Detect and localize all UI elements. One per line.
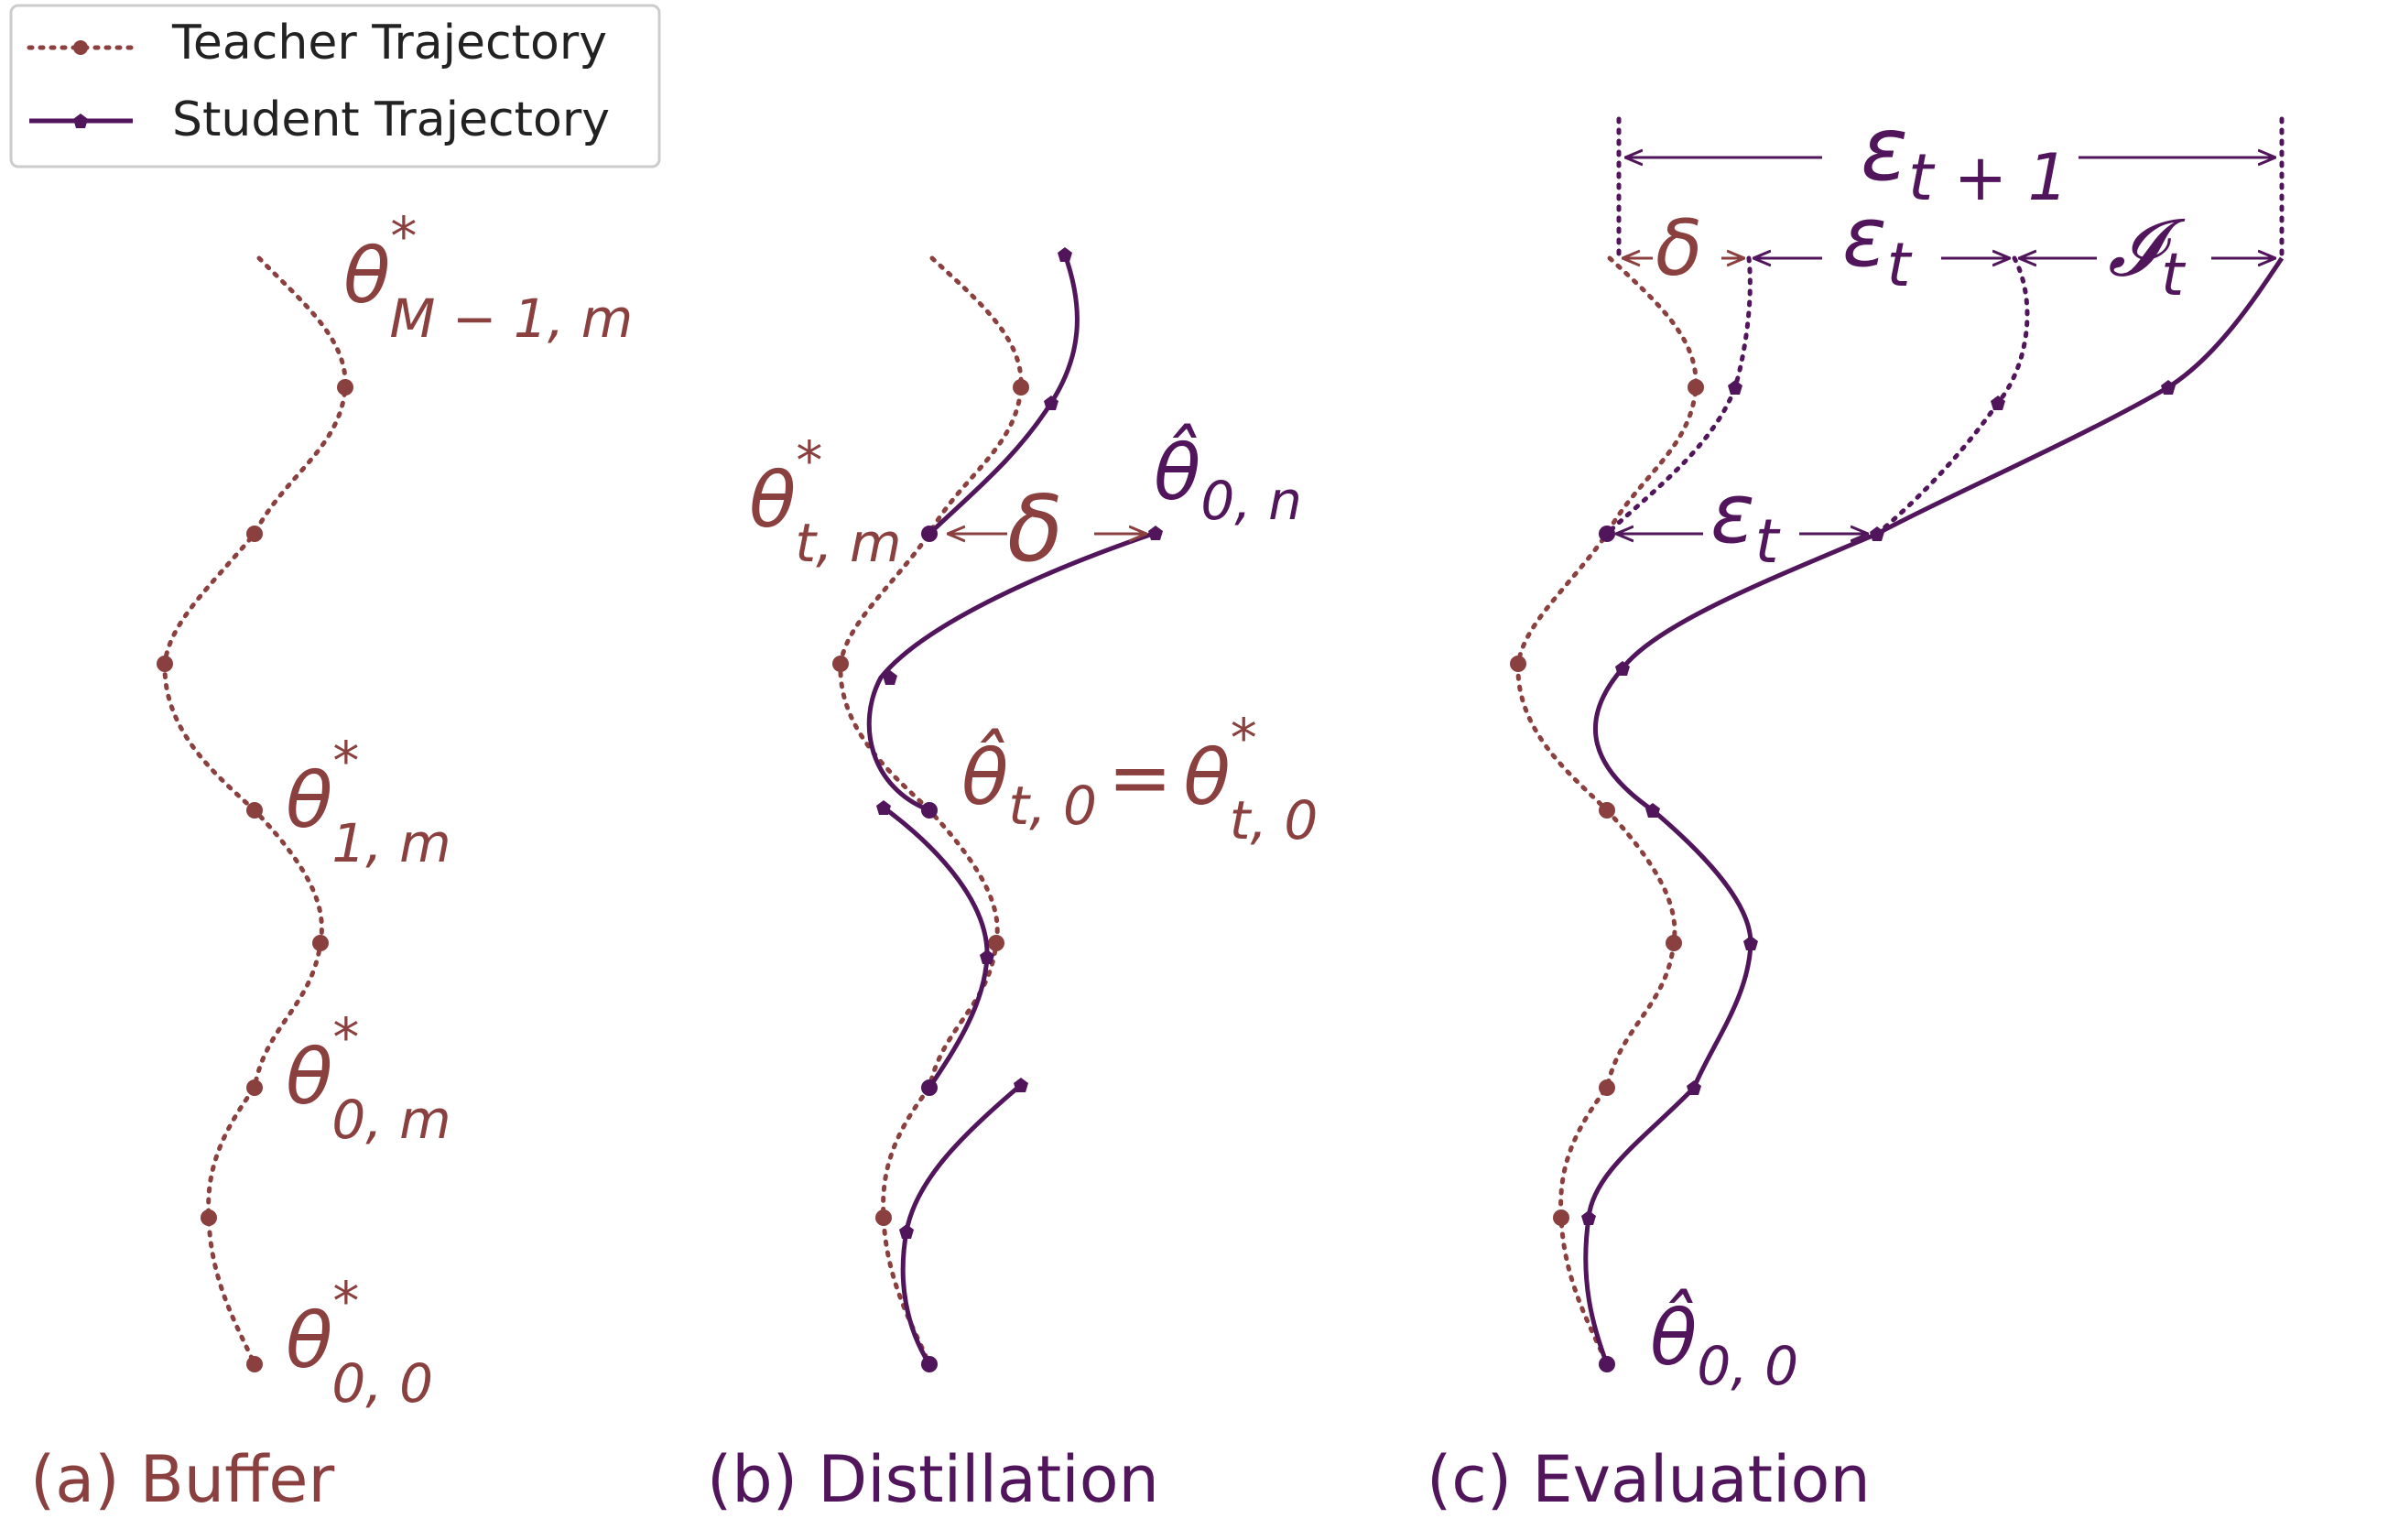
checkpoint-dot xyxy=(1599,526,1615,542)
caption-evaluation: (c) Evaluation xyxy=(1427,1442,1871,1517)
checkpoint-dot xyxy=(337,379,353,396)
teacher-checkpoints xyxy=(157,379,353,1372)
checkpoint-dot xyxy=(201,1209,217,1226)
label-eps-t-plus-1: εt + 1 xyxy=(1861,98,2068,215)
label-delta: δ xyxy=(1007,475,1063,582)
checkpoint-dot xyxy=(246,526,263,542)
checkpoint-dot xyxy=(921,1079,938,1096)
legend-frame xyxy=(9,4,661,168)
checkpoint-dot xyxy=(312,935,329,951)
caption-buffer: (a) Buffer xyxy=(30,1442,334,1517)
checkpoint-dot xyxy=(832,656,849,672)
checkpoint-dot xyxy=(921,1356,938,1372)
label-theta-hat-t-0-equals-theta-t-0: θ̂t, 0=θ*t, 0 xyxy=(961,707,1318,851)
checkpoint-dot xyxy=(1599,802,1615,819)
student-segment-middle xyxy=(866,530,1156,813)
label-eps-t-top: εt xyxy=(1842,190,1913,300)
checkpoint-dot xyxy=(921,526,938,542)
student-segment-bottom xyxy=(900,1083,1023,1366)
checkpoint-dot xyxy=(246,1356,263,1372)
label-theta-0-m: θ*0, m xyxy=(286,1006,451,1151)
caption-distillation: (b) Distillation xyxy=(707,1442,1159,1517)
legend-student-line-icon xyxy=(29,114,133,128)
checkpoint-dot xyxy=(875,1209,892,1226)
panel-evaluation: εt + 1 δ εt 𝓘t εt θ̂0, 0 (c) Evaluation xyxy=(1427,98,2285,1517)
student-branch-dotted xyxy=(1604,255,1753,537)
teacher-checkpoints xyxy=(832,379,1029,1226)
checkpoint-dot xyxy=(1599,1079,1615,1096)
label-theta-M-1-m: θ*M − 1, m xyxy=(343,205,633,350)
student-checkpoints xyxy=(1581,380,2176,1372)
checkpoint-dot xyxy=(246,1079,263,1096)
panel-buffer: θ*M − 1, m θ*1, m θ*0, m θ*0, 0 (a) Buff… xyxy=(30,205,633,1517)
checkpoint-dot xyxy=(1013,379,1029,396)
label-delta-eval: δ xyxy=(1655,203,1702,293)
label-theta-0-0: θ*0, 0 xyxy=(286,1270,433,1415)
teacher-trajectory-line xyxy=(162,255,348,1367)
label-I-t: 𝓘t xyxy=(2108,202,2187,309)
checkpoint-dot xyxy=(1599,1356,1615,1372)
checkpoint-dot xyxy=(921,802,938,819)
legend-student-label: Student Trajectory xyxy=(172,92,610,147)
panel-distillation: δ θ*t, m θ̂0, n θ̂t, 0=θ*t, 0 (b) Distil… xyxy=(707,247,1318,1517)
legend-teacher-label: Teacher Trajectory xyxy=(171,16,607,70)
teacher-trajectory-line xyxy=(1515,255,1699,1367)
student-trajectory-line xyxy=(1583,256,2285,1365)
checkpoint-dot xyxy=(246,802,263,819)
label-eps-t-mid: εt xyxy=(1710,466,1781,577)
checkpoint-dot xyxy=(1666,935,1682,951)
checkpoint-dot xyxy=(988,935,1004,951)
checkpoint-dot xyxy=(1510,656,1526,672)
checkpoint-dot xyxy=(1688,379,1704,396)
student-segment-lower xyxy=(882,805,990,1090)
label-theta-t-m: θ*t, m xyxy=(749,429,902,574)
label-theta-1-m: θ*1, m xyxy=(286,730,451,874)
label-theta-hat-0-0: θ̂0, 0 xyxy=(1650,1288,1798,1397)
legend: Teacher Trajectory Student Trajectory xyxy=(9,4,661,168)
teacher-checkpoints xyxy=(1510,379,1704,1226)
checkpoint-dot xyxy=(157,656,173,672)
legend-teacher-line-icon xyxy=(27,40,136,55)
checkpoint-dot xyxy=(1553,1209,1569,1226)
label-theta-hat-0-n: θ̂0, n xyxy=(1154,423,1302,532)
student-checkpoints xyxy=(876,247,1163,1372)
